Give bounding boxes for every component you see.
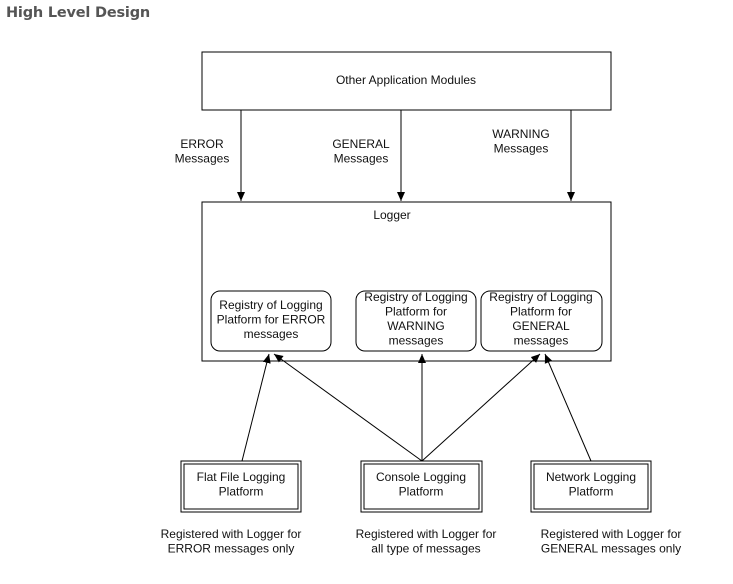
- logger-label-line-1: Logger: [373, 208, 410, 222]
- console-registration-note-line-2: all type of messages: [371, 542, 480, 556]
- registry-general-label-line-2: Platform for: [510, 305, 572, 319]
- flat-file-registration-note-line-2: ERROR messages only: [168, 542, 295, 556]
- registry-warning-label-line-4: messages: [389, 334, 444, 348]
- registry-error-label-line-1: Registry of Logging: [219, 298, 322, 312]
- registry-general-label-line-4: messages: [514, 334, 569, 348]
- console-registration-note-line-1: Registered with Logger for: [356, 527, 497, 541]
- network-registration-note-line-2: GENERAL messages only: [541, 542, 681, 556]
- registry-warning-label-line-1: Registry of Logging: [364, 290, 467, 304]
- other-application-modules-label-line-1: Other Application Modules: [336, 73, 476, 87]
- other-application-modules-label: Other Application Modules: [336, 73, 476, 87]
- registry-warning-label-line-2: Platform for: [385, 305, 447, 319]
- network-logging-platform-label-line-2: Platform: [569, 485, 614, 499]
- registry-warning-label-line-3: WARNING: [387, 319, 445, 333]
- network-logging-platform-label-line-1: Network Logging: [546, 470, 636, 484]
- error-messages-label-line-2: Messages: [175, 152, 230, 166]
- console-to-general-registry-arrow: [421, 353, 541, 462]
- console-logging-platform-label-line-1: Console Logging: [376, 470, 466, 484]
- network-to-general-registry-arrow: [544, 353, 592, 462]
- flat-file-logging-platform-label-line-2: Platform: [219, 485, 264, 499]
- network-registration-note-line-1: Registered with Logger for: [541, 527, 682, 541]
- other-application-modules-box: Other Application Modules: [201, 51, 612, 111]
- console-logging-platform-label-line-2: Platform: [399, 485, 444, 499]
- general-messages-label-line-2: Messages: [334, 152, 389, 166]
- flat-file-to-error-registry-arrow: [241, 353, 271, 462]
- warning-messages-label-line-2: Messages: [494, 142, 549, 156]
- page-title: High Level Design: [6, 5, 151, 21]
- registry-error-label-line-2: Platform for ERROR: [217, 313, 326, 327]
- flat-file-logging-platform-label-line-1: Flat File Logging: [197, 470, 286, 484]
- flat-file-registration-note-line-1: Registered with Logger for: [161, 527, 302, 541]
- registry-general-label-line-1: Registry of Logging: [489, 290, 592, 304]
- warning-messages-label-line-1: WARNING: [492, 127, 550, 141]
- console-to-error-registry-arrow: [273, 353, 423, 462]
- registry-error-label-line-3: messages: [244, 327, 299, 341]
- logger-label: Logger: [373, 208, 410, 222]
- registry-general-label-line-3: GENERAL: [512, 319, 570, 333]
- error-messages-label-line-1: ERROR: [180, 137, 224, 151]
- general-messages-label-line-1: GENERAL: [332, 137, 390, 151]
